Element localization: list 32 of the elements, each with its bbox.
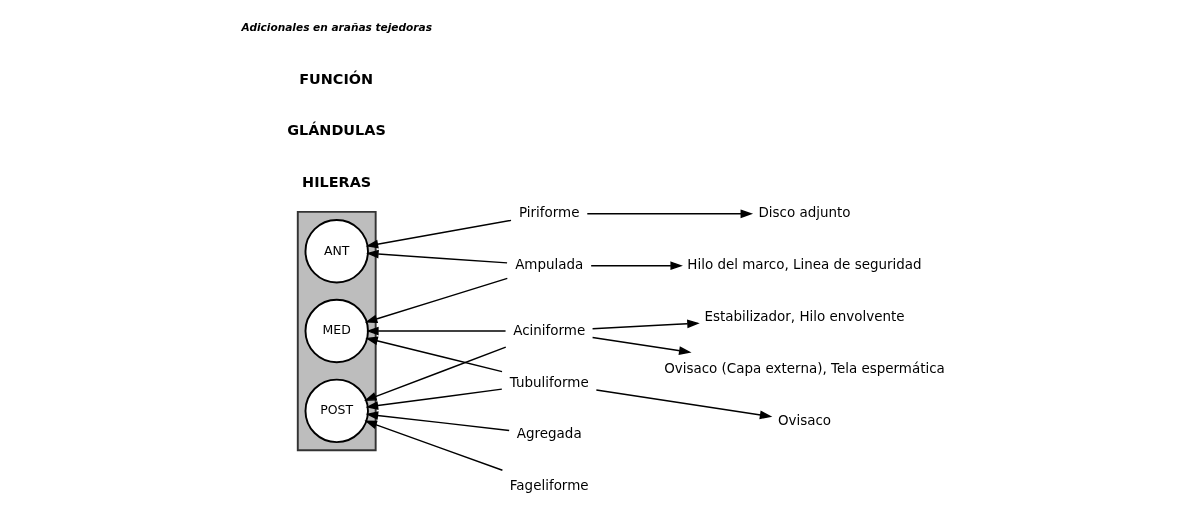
node-text: Disco adjunto xyxy=(757,205,851,221)
label: Adicionales en arañas tejedoras xyxy=(241,20,432,33)
node-text: Estabilizador, Hilo envolvente xyxy=(703,309,905,325)
node-text: Ovisaco (Capa externa), Tela espermática xyxy=(663,361,945,377)
arrow xyxy=(364,336,503,373)
label: FUNCIÓN xyxy=(298,70,373,87)
node-circle: ANT xyxy=(304,219,369,284)
arrow xyxy=(591,319,700,330)
arrow xyxy=(363,346,506,401)
arrow xyxy=(365,411,510,432)
arrow xyxy=(586,209,753,219)
node-text: Ovisaco xyxy=(777,413,831,429)
node-text: Tubuliforme xyxy=(509,374,589,390)
node-text: Piriforme xyxy=(518,205,579,221)
arrow xyxy=(589,261,683,271)
arrow xyxy=(363,420,503,472)
arrow xyxy=(365,326,506,336)
node-text: Aciniforme xyxy=(512,322,585,338)
arrow xyxy=(591,336,692,355)
label: GLÁNDULAS xyxy=(286,122,386,139)
arrow xyxy=(595,389,772,420)
node-text: Hilo del marco, Linea de seguridad xyxy=(686,257,922,273)
node-circle: MED xyxy=(304,298,369,364)
node-circle: POST xyxy=(304,378,369,444)
node-text: Agregada xyxy=(516,426,582,442)
arrow xyxy=(365,219,512,249)
arrow xyxy=(364,277,508,324)
arrow xyxy=(365,388,503,410)
arrow xyxy=(365,249,508,264)
node-text: Ampulada xyxy=(514,257,583,273)
node-text: Fageliforme xyxy=(509,478,589,494)
label: HILERAS xyxy=(301,174,371,191)
